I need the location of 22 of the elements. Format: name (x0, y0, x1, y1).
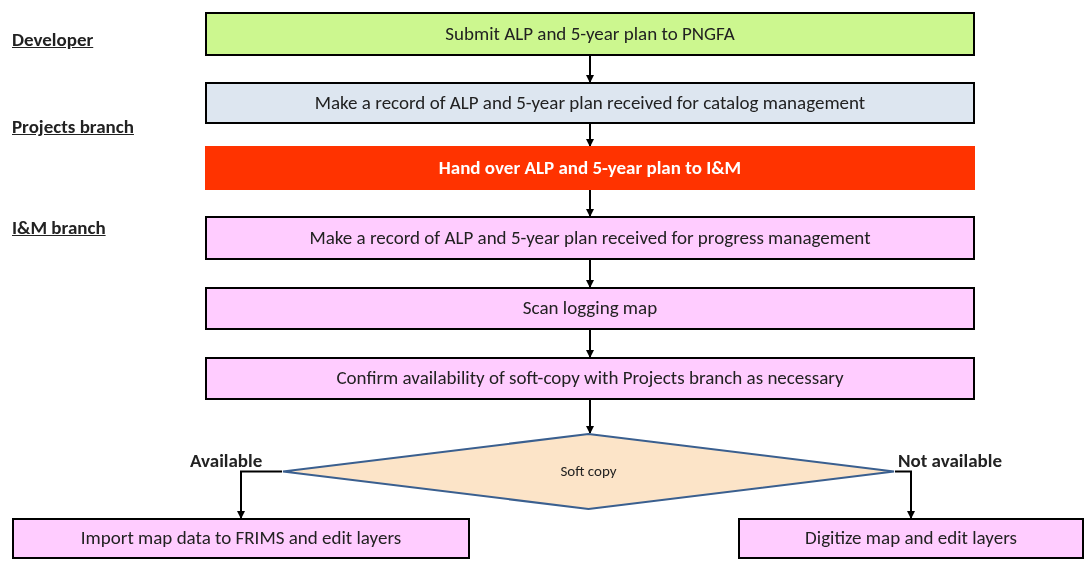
lane-label: Developer (12, 27, 94, 53)
decision-diamond: Soft copy (282, 433, 895, 510)
arrow (586, 123, 594, 147)
process-box: Confirm availability of soft-copy with Projects branch as necessary (205, 357, 975, 400)
process-box: Submit ALP and 5-year plan to PNGFA (205, 12, 975, 56)
process-box: Import map data to FRIMS and edit layers (12, 518, 470, 559)
arrow (586, 189, 594, 217)
lane-label: I&M branch (12, 215, 106, 241)
edge-label: Not available (898, 448, 1002, 474)
arrow (237, 470, 283, 519)
process-box: Digitize map and edit layers (738, 518, 1084, 559)
arrow (586, 259, 594, 288)
process-box: Make a record of ALP and 5-year plan received for progress management (205, 216, 975, 260)
arrow (586, 329, 594, 358)
process-box: Scan logging map (205, 287, 975, 330)
arrow (586, 399, 594, 434)
arrow (894, 470, 915, 519)
lane-label: Projects branch (12, 114, 134, 140)
arrow (586, 55, 594, 83)
process-box: Make a record of ALP and 5-year plan received for catalog management (205, 82, 975, 124)
process-box: Hand over ALP and 5-year plan to I&M (205, 146, 975, 190)
edge-label: Available (190, 448, 263, 474)
